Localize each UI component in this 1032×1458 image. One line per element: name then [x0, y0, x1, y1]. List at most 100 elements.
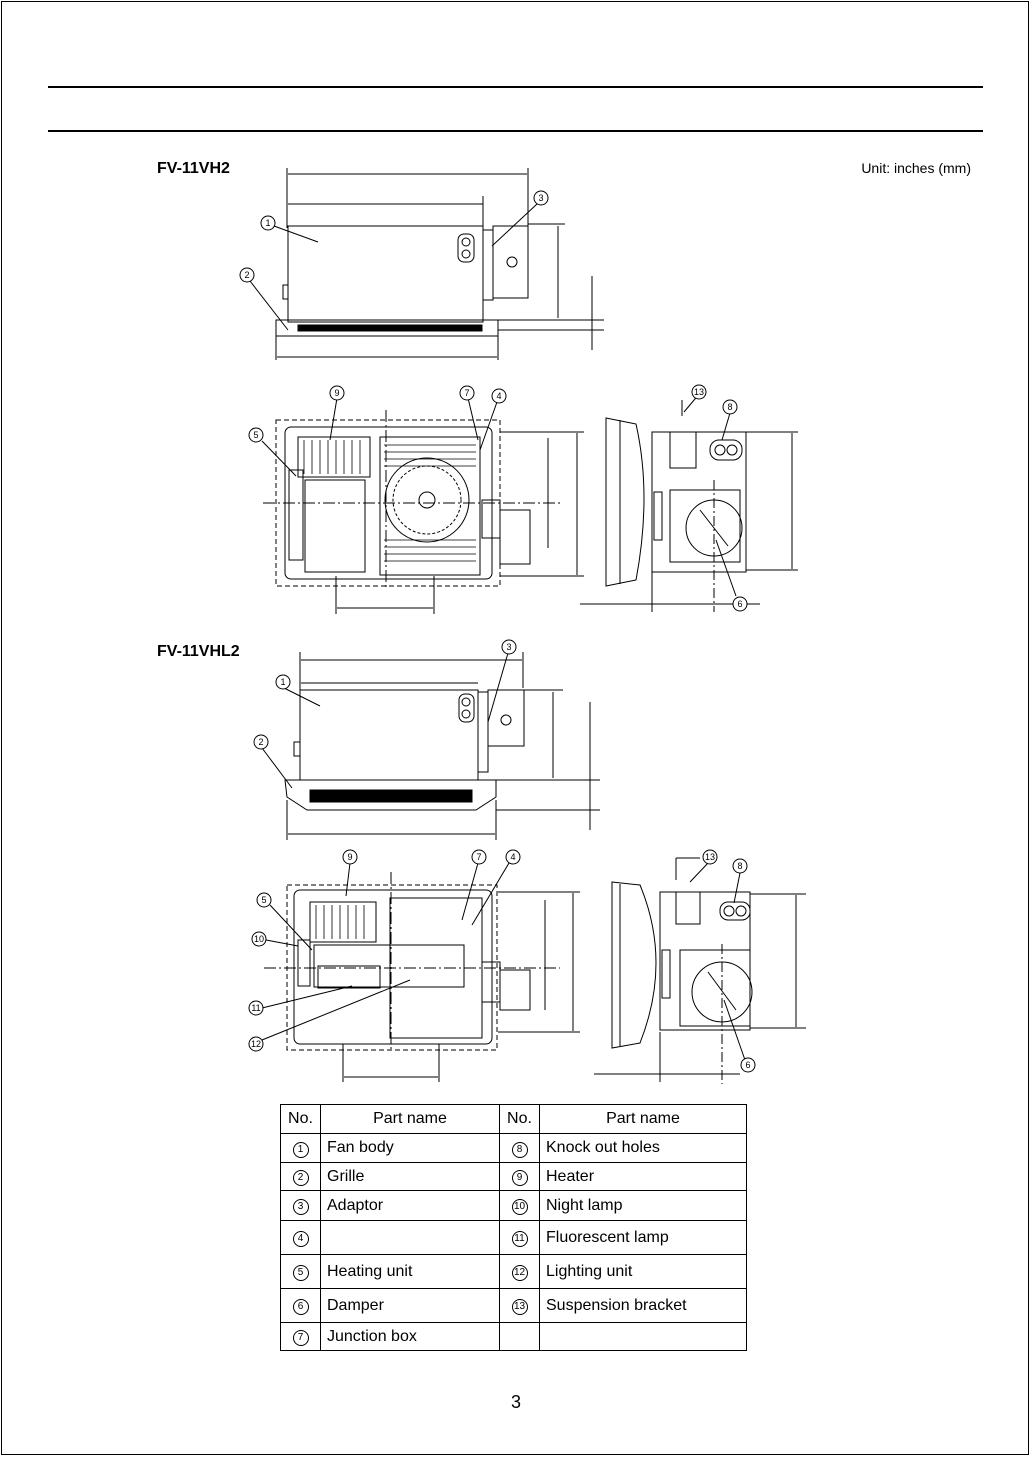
svg-text:5: 5 — [261, 895, 266, 905]
fv-11vhl2-side-view — [594, 857, 806, 1084]
table-row: 3 Adaptor 10 Night lamp — [280, 1190, 747, 1221]
part-name-left: Heating unit — [320, 1254, 500, 1289]
svg-text:10: 10 — [254, 934, 264, 944]
callout-7: 7 — [471, 849, 487, 865]
part-name-left: Fan body — [320, 1133, 500, 1163]
part-name-left: Junction box — [320, 1322, 500, 1351]
model-title-fv-11vhl2: FV-11VHL2 — [157, 643, 240, 660]
header-rule-top — [48, 86, 983, 88]
table-row: 1 Fan body 8 Knock out holes — [280, 1133, 747, 1163]
row-number-right: 13 — [511, 1299, 528, 1315]
part-name-right: Lighting unit — [539, 1254, 747, 1289]
table-row: 2 Grille 9 Heater — [280, 1162, 747, 1191]
svg-text:4: 4 — [496, 391, 501, 401]
callout-4: 4 — [491, 388, 507, 404]
row-number-right: 10 — [511, 1199, 528, 1215]
callout-10: 10 — [251, 931, 267, 947]
header-no-left: No. — [280, 1104, 321, 1134]
row-number-left: 7 — [292, 1330, 309, 1346]
svg-text:2: 2 — [258, 737, 263, 747]
part-name-right: Knock out holes — [539, 1133, 747, 1163]
callout-13: 13 — [702, 849, 718, 865]
svg-text:13: 13 — [694, 387, 704, 397]
page-number: 3 — [510, 1392, 521, 1412]
row-number-left: 2 — [292, 1170, 309, 1186]
callout-3: 3 — [533, 190, 549, 206]
svg-text:6: 6 — [745, 1060, 750, 1070]
part-name-left — [320, 1220, 500, 1255]
row-number-left: 6 — [292, 1299, 309, 1315]
svg-text:7: 7 — [476, 852, 481, 862]
callout-6: 6 — [740, 1057, 756, 1073]
callout-6: 6 — [732, 596, 748, 612]
svg-text:13: 13 — [705, 852, 715, 862]
svg-text:11: 11 — [251, 1003, 260, 1013]
callout-9: 9 — [342, 849, 358, 865]
table-row: 7 Junction box — [280, 1322, 747, 1351]
fv-11vh2-bottom-view — [263, 410, 584, 614]
callout-8: 8 — [722, 399, 738, 415]
svg-text:9: 9 — [334, 388, 339, 398]
part-name-right: Heater — [539, 1162, 747, 1191]
part-name-right: Night lamp — [539, 1190, 747, 1221]
part-name-left: Grille — [320, 1162, 500, 1191]
svg-text:12: 12 — [251, 1039, 261, 1049]
row-number-right: 8 — [511, 1141, 528, 1158]
callout-11: 11 — [248, 1000, 264, 1016]
callout-leaders — [249, 203, 746, 1061]
parts-table: No. Part name No. Part name 1 Fan body 8… — [280, 1104, 747, 1351]
callout-12: 12 — [248, 1036, 264, 1052]
row-number-left: 5 — [292, 1265, 309, 1281]
callout-1: 1 — [260, 215, 276, 231]
table-row: 6 Damper 13 Suspension bracket — [280, 1288, 747, 1323]
parts-table-header: No. Part name No. Part name — [280, 1104, 747, 1134]
fv-11vhl2-bottom-view — [264, 872, 580, 1082]
callout-5: 5 — [248, 427, 264, 443]
fv-11vhl2-front-view — [284, 652, 600, 840]
header-part-name-right: Part name — [539, 1104, 747, 1134]
svg-text:2: 2 — [244, 270, 249, 280]
callout-2: 2 — [253, 734, 269, 750]
callout-8: 8 — [732, 858, 748, 874]
svg-text:8: 8 — [727, 402, 732, 412]
svg-text:9: 9 — [347, 852, 352, 862]
part-name-right: Suspension bracket — [539, 1288, 747, 1323]
row-number-left: 1 — [292, 1141, 309, 1158]
callout-markers: 1 2 3 9 7 4 5 13 8 6 1 2 3 9 7 4 5 10 11… — [239, 190, 756, 1073]
callout-5: 5 — [256, 892, 272, 908]
callout-4: 4 — [505, 849, 521, 865]
row-number-right: 12 — [511, 1265, 528, 1281]
callout-9: 9 — [329, 385, 345, 401]
callout-13: 13 — [691, 384, 707, 400]
svg-text:5: 5 — [253, 430, 258, 440]
header-rule-bottom — [48, 130, 983, 132]
part-name-right: Fluorescent lamp — [539, 1220, 747, 1255]
header-part-name-left: Part name — [320, 1104, 500, 1134]
row-number-left: 3 — [292, 1199, 309, 1215]
unit-note: Unit: inches (mm) — [861, 160, 971, 176]
part-name-left: Adaptor — [320, 1190, 500, 1221]
header-no-right: No. — [499, 1104, 540, 1134]
svg-text:3: 3 — [538, 193, 543, 203]
svg-text:4: 4 — [510, 852, 515, 862]
table-row: 4 11 Fluorescent lamp — [280, 1220, 747, 1255]
svg-text:7: 7 — [464, 388, 469, 398]
row-number-left: 4 — [292, 1231, 309, 1247]
fv-11vh2-front-view — [275, 168, 604, 360]
row-number-right: 11 — [511, 1231, 528, 1247]
row-number-right-empty — [499, 1322, 540, 1351]
callout-3: 3 — [501, 639, 517, 655]
fv-11vh2-side-view — [580, 400, 798, 612]
svg-text:1: 1 — [280, 677, 285, 687]
svg-text:3: 3 — [506, 642, 511, 652]
svg-text:8: 8 — [737, 861, 742, 871]
callout-7: 7 — [459, 385, 475, 401]
callout-2: 2 — [239, 267, 255, 283]
part-name-left: Damper — [320, 1288, 500, 1323]
row-number-right: 9 — [511, 1170, 528, 1186]
table-row: 5 Heating unit 12 Lighting unit — [280, 1254, 747, 1289]
model-title-fv-11vh2: FV-11VH2 — [157, 160, 230, 177]
svg-text:1: 1 — [265, 218, 270, 228]
